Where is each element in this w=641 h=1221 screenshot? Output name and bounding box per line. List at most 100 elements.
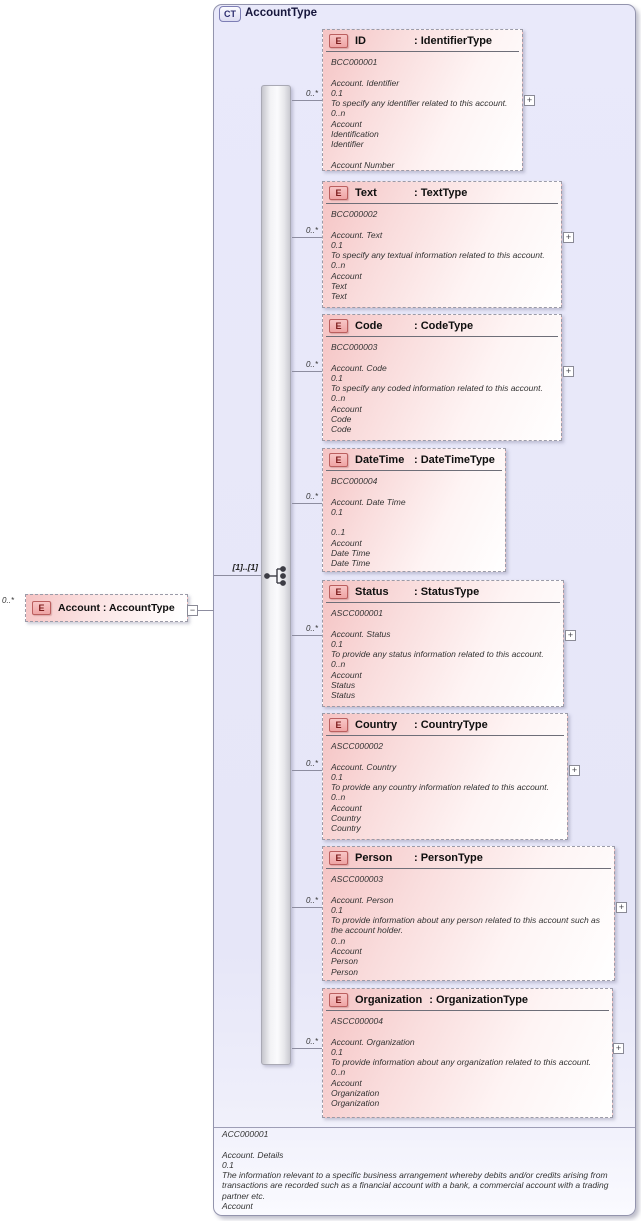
element-name: ID bbox=[355, 35, 366, 47]
root-element-box[interactable]: E Account : AccountType bbox=[25, 594, 188, 622]
element-header: E DateTime : DateTimeType bbox=[323, 449, 505, 469]
element-name: Status bbox=[355, 586, 389, 598]
representation-term: Identifier bbox=[331, 139, 364, 150]
expand-icon[interactable]: + bbox=[563, 232, 574, 243]
occurrence: 0..n bbox=[331, 393, 346, 404]
connector-line bbox=[292, 237, 322, 238]
expand-icon[interactable]: + bbox=[569, 765, 580, 776]
blank-line bbox=[331, 884, 608, 894]
element-id: BCC000002 bbox=[331, 209, 378, 219]
element-badge: E bbox=[329, 718, 348, 732]
element-header: E Code : CodeType bbox=[323, 315, 561, 335]
occurrence: 0..1 bbox=[331, 527, 346, 538]
complex-type-documentation: ACC000001 Account. Details 0.1 The infor… bbox=[222, 1129, 626, 1211]
header-separator bbox=[326, 735, 564, 736]
element-details: ASCC000003 Account. Person 0.1 To provid… bbox=[323, 869, 614, 980]
element-type: : CodeType bbox=[414, 320, 474, 332]
version: 0.1 bbox=[331, 506, 343, 517]
dictionary-entry-name: Account. Details bbox=[222, 1149, 284, 1160]
element-id: BCC000001 bbox=[331, 57, 378, 67]
element-header: E Organization : OrganizationType bbox=[323, 989, 612, 1009]
element-box-datetime[interactable]: E DateTime : DateTimeType BCC000004 Acco… bbox=[322, 448, 506, 572]
group-cardinality-label: [1]..[1] bbox=[232, 562, 259, 572]
element-name: Text bbox=[355, 187, 377, 199]
element-id: ASCC000004 bbox=[331, 1016, 383, 1026]
element-details: ASCC000001 Account. Status 0.1 To provid… bbox=[323, 603, 563, 705]
description: To specify any textual information relat… bbox=[331, 250, 545, 261]
element-badge: E bbox=[329, 851, 348, 865]
representation-term: Date Time bbox=[331, 558, 371, 569]
blank-line bbox=[331, 67, 516, 77]
element-name: Code bbox=[355, 320, 383, 332]
cardinality-label: 0..* bbox=[305, 896, 318, 905]
property-term: Country bbox=[331, 813, 361, 824]
object-class: Account bbox=[222, 1201, 253, 1212]
version: 0.1 bbox=[331, 239, 343, 250]
element-id: BCC000003 bbox=[331, 342, 378, 352]
element-box-country[interactable]: E Country : CountryType ASCC000002 Accou… bbox=[322, 713, 568, 840]
element-details: ASCC000004 Account. Organization 0.1 To … bbox=[323, 1011, 612, 1113]
occurrence: 0..n bbox=[331, 659, 346, 670]
blank-line bbox=[222, 1139, 626, 1149]
dictionary-entry-name: Account. Organization bbox=[331, 1036, 415, 1047]
description: To provide information about any person … bbox=[331, 915, 601, 936]
property-term: Code bbox=[331, 414, 352, 425]
object-class: Account bbox=[331, 270, 362, 281]
version: 0.1 bbox=[331, 771, 343, 782]
blank-line bbox=[331, 219, 555, 229]
element-badge: E bbox=[329, 453, 348, 467]
element-header: E ID : IdentifierType bbox=[323, 30, 522, 50]
description bbox=[331, 517, 499, 527]
root-element-cardinality: 0..* bbox=[2, 596, 15, 605]
property-term: Person bbox=[331, 956, 358, 967]
element-badge: E bbox=[329, 993, 348, 1007]
collapse-icon[interactable]: − bbox=[187, 605, 198, 616]
business-term: Account Number bbox=[331, 159, 395, 170]
expand-icon[interactable]: + bbox=[616, 902, 627, 913]
element-type: : IdentifierType bbox=[414, 35, 493, 47]
element-type: : DateTimeType bbox=[414, 454, 495, 466]
connector-line bbox=[292, 503, 322, 504]
representation-term: Country bbox=[331, 823, 361, 834]
footer-separator bbox=[214, 1127, 635, 1128]
element-id: ASCC000002 bbox=[331, 741, 383, 751]
object-class: Account bbox=[331, 946, 362, 957]
occurrence: 0..n bbox=[331, 792, 346, 803]
version: 0.1 bbox=[331, 1046, 343, 1057]
connector-line bbox=[292, 100, 322, 101]
element-name: Country bbox=[355, 719, 398, 731]
header-separator bbox=[326, 602, 560, 603]
expand-icon[interactable]: + bbox=[565, 630, 576, 641]
property-term: Identification bbox=[331, 129, 379, 140]
element-details: BCC000003 Account. Code 0.1 To specify a… bbox=[323, 337, 561, 439]
header-separator bbox=[326, 203, 558, 204]
element-box-id[interactable]: E ID : IdentifierType BCC000001 Account.… bbox=[322, 29, 523, 171]
object-class: Account bbox=[331, 1077, 362, 1088]
dictionary-entry-name: Account. Identifier bbox=[331, 77, 400, 88]
version: 0.1 bbox=[331, 87, 343, 98]
element-details: BCC000002 Account. Text 0.1 To specify a… bbox=[323, 204, 561, 306]
element-badge: E bbox=[32, 601, 51, 615]
element-box-text[interactable]: E Text : TextType BCC000002 Account. Tex… bbox=[322, 181, 562, 308]
element-box-person[interactable]: E Person : PersonType ASCC000003 Account… bbox=[322, 846, 615, 981]
element-box-organization[interactable]: E Organization : OrganizationType ASCC00… bbox=[322, 988, 613, 1118]
element-details: ASCC000002 Account. Country 0.1 To provi… bbox=[323, 736, 567, 838]
cardinality-label: 0..* bbox=[305, 226, 318, 235]
expand-icon[interactable]: + bbox=[524, 95, 535, 106]
connector-line bbox=[292, 770, 322, 771]
expand-icon[interactable]: + bbox=[563, 366, 574, 377]
element-box-status[interactable]: E Status : StatusType ASCC000001 Account… bbox=[322, 580, 564, 707]
blank-line bbox=[331, 486, 499, 496]
element-badge: E bbox=[329, 186, 348, 200]
property-term: Text bbox=[331, 281, 347, 292]
version: 0.1 bbox=[331, 372, 343, 383]
element-header: E Country : CountryType bbox=[323, 714, 567, 734]
element-box-code[interactable]: E Code : CodeType BCC000003 Account. Cod… bbox=[322, 314, 562, 441]
element-badge: E bbox=[329, 34, 348, 48]
expand-icon[interactable]: + bbox=[613, 1043, 624, 1054]
description: To specify any identifier related to thi… bbox=[331, 98, 508, 109]
occurrence: 0..n bbox=[331, 260, 346, 271]
cardinality-label: 0..* bbox=[305, 360, 318, 369]
representation-term: Text bbox=[331, 291, 347, 302]
element-details: BCC000001 Account. Identifier 0.1 To spe… bbox=[323, 52, 522, 170]
